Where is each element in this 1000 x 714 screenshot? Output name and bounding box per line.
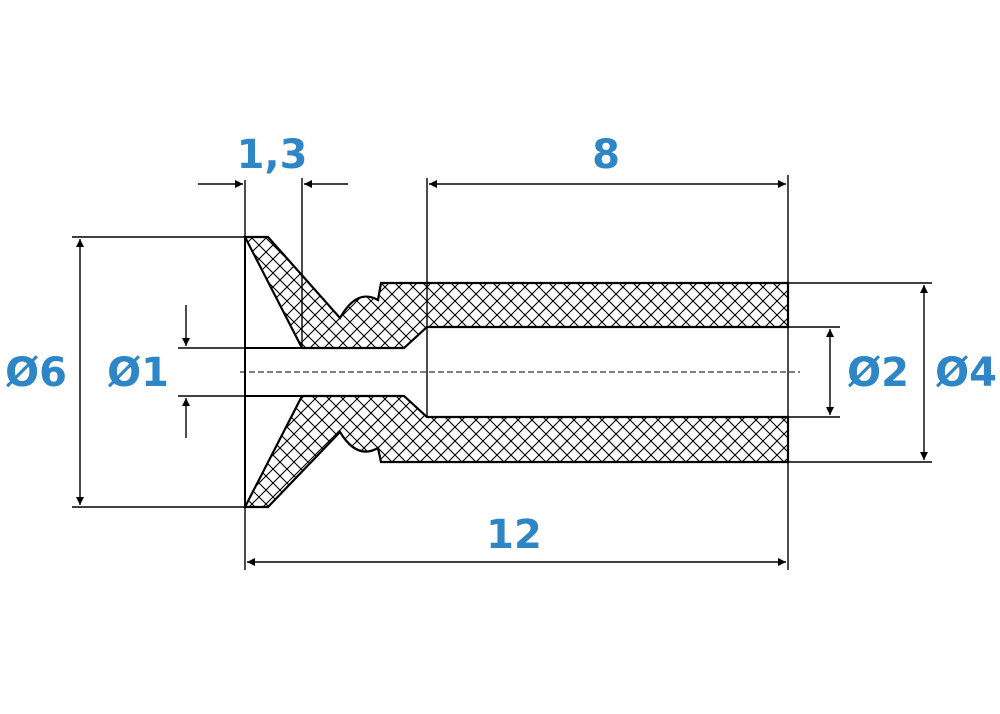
label-tube-length: 8: [592, 132, 620, 178]
section-upper: [243, 235, 790, 350]
section-lower: [243, 394, 790, 509]
label-d1: Ø1: [107, 350, 169, 396]
label-cone-length: 1,3: [237, 132, 308, 178]
label-d6: Ø6: [5, 350, 67, 396]
label-d4: Ø4: [935, 350, 997, 396]
label-total-length: 12: [486, 512, 542, 558]
label-d2: Ø2: [847, 350, 909, 396]
